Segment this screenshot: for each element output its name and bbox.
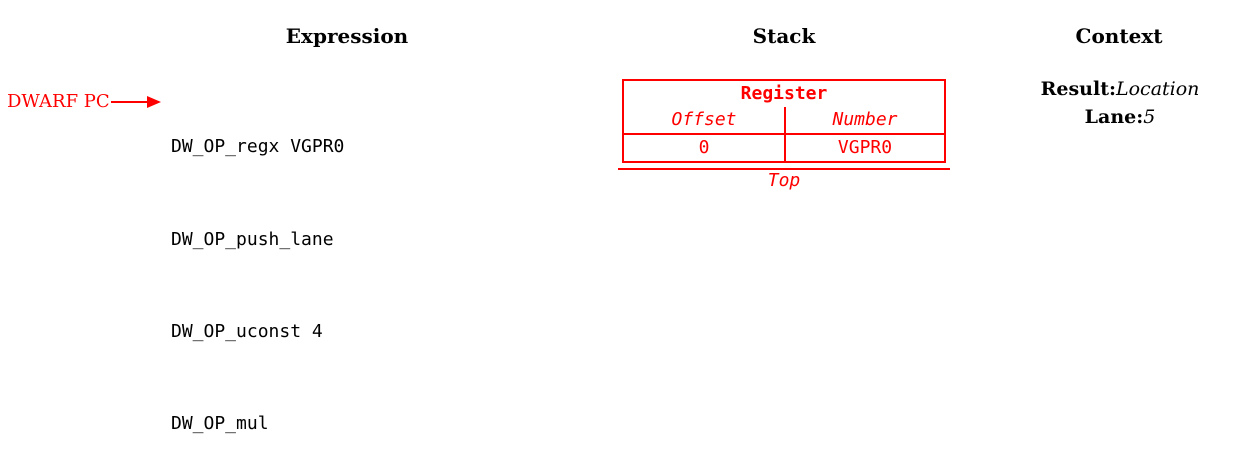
context-lane-label: Lane: xyxy=(1084,106,1144,128)
dwarf-pc-label: DWARF PC xyxy=(7,91,110,112)
stack-entry-title: Register xyxy=(740,83,828,104)
stack-entry-number-value: VGPR0 xyxy=(784,135,944,161)
expression-op: DW_OP_regx VGPR0 xyxy=(171,136,345,158)
expression-op: DW_OP_push_lane xyxy=(171,228,334,250)
stack-entry-value-row: 0 VGPR0 xyxy=(624,135,944,161)
stack-top-divider xyxy=(618,168,950,170)
stack-top-label: Top xyxy=(767,170,801,191)
expression-op: DW_OP_mul xyxy=(171,412,269,434)
stack-entry-number-header: Number xyxy=(784,107,944,133)
stack-entry-box: Register Offset Number 0 VGPR0 xyxy=(622,79,946,163)
dwarf-pc-arrow-icon xyxy=(147,96,161,108)
context-result-value: Location xyxy=(1115,78,1200,100)
stack-column-header: Stack xyxy=(752,24,816,48)
context-lane-field: Lane:5 xyxy=(1085,106,1156,128)
context-lane-value: 5 xyxy=(1143,106,1156,128)
expression-column-header: Expression xyxy=(285,24,409,48)
dwarf-pc-arrow-shaft xyxy=(111,101,148,103)
stack-entry-offset-header: Offset xyxy=(671,109,737,130)
context-result-label: Result: xyxy=(1040,78,1116,100)
expression-op: DW_OP_uconst 4 xyxy=(171,320,323,342)
stack-entry-header-row: Offset Number xyxy=(624,107,944,135)
context-result-field: Result:Location xyxy=(1041,78,1200,100)
context-column-header: Context xyxy=(1075,24,1163,48)
stack-entry-offset-value: 0 xyxy=(698,137,710,158)
expression-op-list: DW_OP_regx VGPR0 DW_OP_push_lane DW_OP_u… xyxy=(171,71,344,468)
